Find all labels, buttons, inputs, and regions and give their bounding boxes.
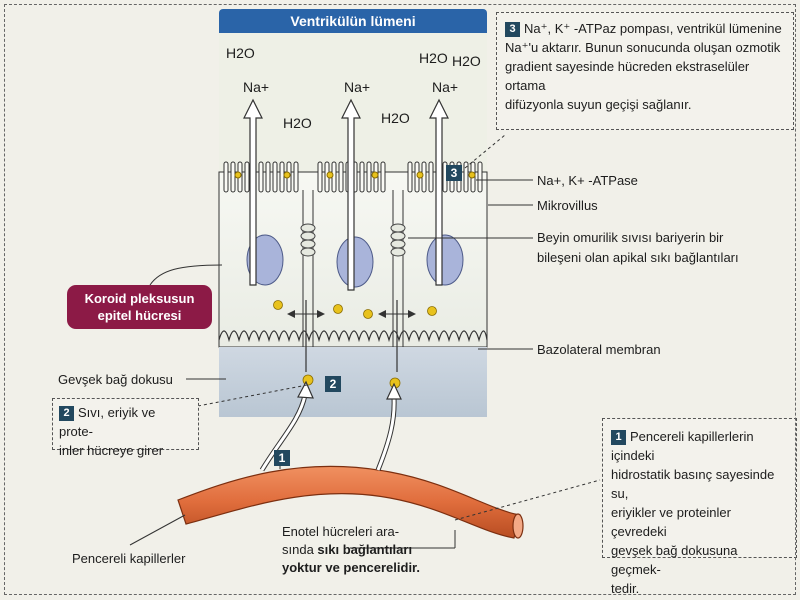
step1-line: tedir. <box>611 581 640 596</box>
nucleus <box>336 236 374 288</box>
step3-badge: 3 <box>505 22 520 37</box>
step2-badge: 2 <box>59 406 74 421</box>
lumen-title: Ventrikülün lümeni <box>219 9 487 33</box>
intercellular-channels <box>305 300 398 372</box>
h2o-label: H2O <box>283 115 312 131</box>
solute-dot <box>427 306 437 316</box>
atpase-label: Na+, K+ -ATPase <box>537 173 638 188</box>
leader-lines <box>129 179 533 549</box>
h2o-label: H2O <box>419 50 448 66</box>
microvillus <box>265 161 271 193</box>
step2-marker: 2 <box>325 376 341 392</box>
solute-dot <box>363 309 373 319</box>
na-label: Na+ <box>243 79 270 95</box>
tight-junction <box>300 223 316 233</box>
microvillus <box>223 161 229 193</box>
microvillus <box>317 161 323 193</box>
tight-junction <box>390 239 406 249</box>
endothelial-bold: yoktur ve pencerelidir. <box>282 560 421 575</box>
h2o-label: H2O <box>381 110 410 126</box>
tight-junction-label: Beyin omurilik sıvısı bariyerin bir <box>537 230 724 245</box>
solute-dot <box>273 300 283 310</box>
endothelial-prefix: sında <box>282 542 318 557</box>
upward-arrow <box>341 98 361 291</box>
atpase-pump <box>416 171 424 179</box>
microvillus <box>359 161 365 193</box>
tight-junction <box>390 231 406 241</box>
atpase-pump <box>326 171 334 179</box>
tight-junction <box>300 247 316 257</box>
step3-info-box: 3 Na⁺, K⁺ -ATPaz pompası, ventrikül lümen… <box>496 12 794 130</box>
microvillus <box>244 161 250 193</box>
capillary-opening <box>512 513 524 539</box>
basolateral-label: Bazolateral membran <box>537 342 661 357</box>
microvillus <box>477 161 483 193</box>
step1-line: hidrostatik basınç sayesinde su, <box>611 467 775 501</box>
basolateral-membrane <box>218 330 488 343</box>
step1-line: eriyikler ve proteinler çevredeki <box>611 505 731 539</box>
step3-line: gradient sayesinde hücreden ekstraselüle… <box>505 59 750 93</box>
step1-line: Pencereli kapillerlerin içindeki <box>611 429 754 463</box>
microvillus-label: Mikrovillus <box>537 198 598 213</box>
microvillus <box>279 161 285 193</box>
microvillus <box>366 161 372 193</box>
atpase-pump <box>283 171 291 179</box>
endothelial-line: yoktur ve pencerelidir. <box>282 559 420 577</box>
step3-line: difüzyonla suyun geçişi sağlanır. <box>505 97 692 112</box>
na-label: Na+ <box>344 79 371 95</box>
tight-junction <box>390 223 406 233</box>
cell-boundaries <box>218 172 488 347</box>
na-label: Na+ <box>432 79 459 95</box>
loose-tissue-label: Gevşek bağ dokusu <box>58 372 173 387</box>
connective-tissue-area <box>219 347 487 417</box>
microvillus <box>230 161 236 193</box>
h2o-label: H2O <box>226 45 255 61</box>
step1-marker: 1 <box>274 450 290 466</box>
atpase-pump <box>468 171 476 179</box>
atpase-pump <box>234 171 242 179</box>
atpase-pump <box>371 171 379 179</box>
choroid-label-line: epitel hücresi <box>97 308 182 323</box>
capillary-label: Pencereli kapillerler <box>72 551 186 566</box>
choroid-epithelial-label: Koroid pleksusun epitel hücresi <box>67 285 212 329</box>
tight-junction-label: bileşeni olan apikal sıkı bağlantıları <box>537 250 739 265</box>
microvillus <box>428 161 434 193</box>
microvillus <box>463 161 469 193</box>
microvillus <box>272 161 278 193</box>
endothelial-line: sında sıkı bağlantıları <box>282 541 420 559</box>
nucleus <box>426 234 464 286</box>
endothelial-description: Enotel hücreleri ara- sında sıkı bağlant… <box>282 523 420 577</box>
step1-badge: 1 <box>611 430 626 445</box>
h2o-label: H2O <box>452 53 481 69</box>
microvillus <box>407 161 413 193</box>
solute-dot <box>302 374 314 386</box>
tight-junction <box>300 231 316 241</box>
step2-line: Sıvı, eriyik ve prote- <box>59 405 156 439</box>
step3-line: Na⁺, K⁺ -ATPaz pompası, ventrikül lümeni… <box>524 21 782 36</box>
choroid-label-line: Koroid pleksusun <box>84 291 195 306</box>
solute-dot <box>333 304 343 314</box>
capillary <box>177 465 521 539</box>
step3-marker: 3 <box>446 165 462 181</box>
upward-arrow <box>243 98 263 286</box>
microvillus <box>380 161 386 193</box>
microvilli <box>223 161 483 193</box>
tight-junction <box>390 247 406 257</box>
upward-arrow <box>429 98 449 286</box>
microvillus <box>293 161 299 193</box>
step1-line: gevşek bağ dokusuna geçmek- <box>611 543 738 577</box>
endothelial-line: Enotel hücreleri ara- <box>282 524 400 539</box>
tight-junction <box>300 239 316 249</box>
step3-line: Na⁺'u aktarır. Bunun sonucunda oluşan oz… <box>505 40 781 55</box>
tight-junctions <box>300 223 406 257</box>
microvillus <box>258 161 264 193</box>
step2-line: inler hücreye girer <box>59 443 164 458</box>
microvillus <box>338 161 344 193</box>
na-water-arrows <box>243 98 449 291</box>
endothelial-bold: sıkı bağlantıları <box>317 542 413 557</box>
